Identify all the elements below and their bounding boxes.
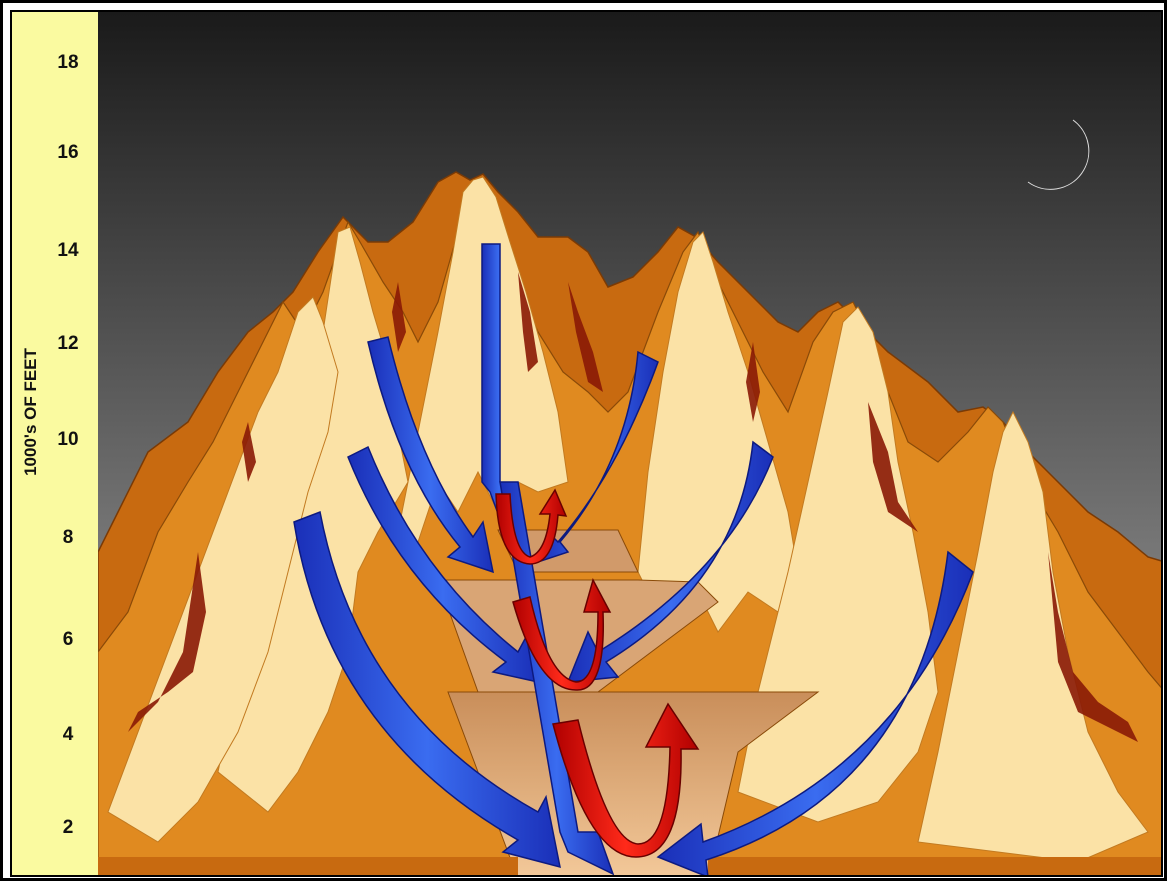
right-center-peak-highlight: [637, 231, 799, 633]
diagram-frame: 18 16 14 12 10 8 6 4 2 1000's OF FEET: [10, 10, 1163, 877]
blue-arrow-icon: [293, 510, 561, 869]
axis-tick-6: 6: [62, 629, 74, 650]
rising-air-arrows: [495, 488, 700, 858]
blue-arrow-icon: [367, 336, 494, 574]
blue-arrow-icon: [656, 550, 974, 875]
blue-arrow-icon: [566, 440, 774, 683]
axis-tick-12: 12: [57, 333, 79, 354]
red-arrow-icon: [495, 488, 568, 565]
ridge-shadows: [128, 272, 1138, 742]
axis-tick-18: 18: [57, 52, 79, 73]
axis-tick-8: 8: [62, 527, 74, 548]
axis-tick-14: 14: [57, 240, 79, 261]
mountain-scene: [98, 12, 1161, 875]
far-right-peak-highlight: [917, 410, 1149, 863]
axis-tick-16: 16: [57, 142, 79, 163]
red-arrow-icon: [552, 702, 700, 858]
crescent-moon-icon: [1027, 119, 1090, 190]
axis-tick-4: 4: [62, 724, 74, 745]
blue-arrow-icon: [499, 481, 615, 875]
axis-tick-10: 10: [57, 429, 79, 450]
axis-tick-2: 2: [62, 817, 74, 838]
foreground-ground: [98, 857, 1161, 875]
altitude-axis: 18 16 14 12 10 8 6 4 2 1000's OF FEET: [12, 12, 98, 875]
red-arrow-icon: [512, 577, 612, 691]
